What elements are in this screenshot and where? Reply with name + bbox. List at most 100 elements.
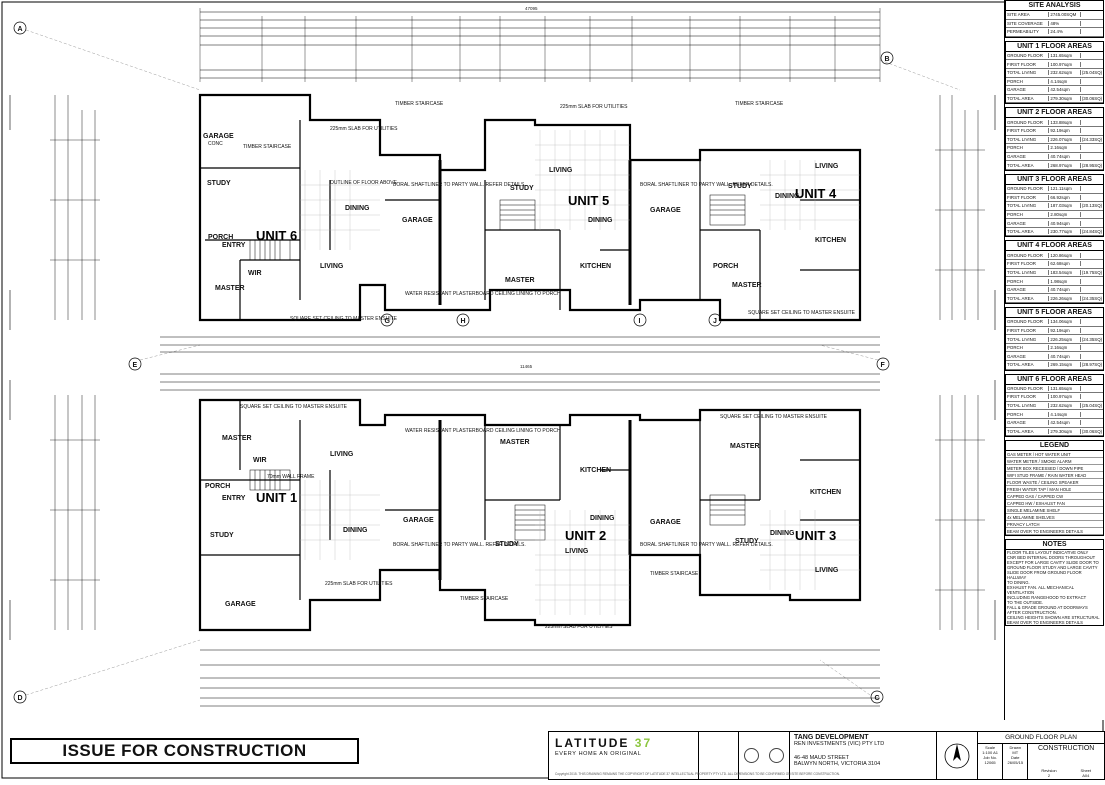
north-point [937, 732, 978, 779]
site-analysis-title: SITE ANALYSIS [1006, 1, 1103, 11]
room-master-2: MASTER [500, 439, 530, 446]
room-entry-6: ENTRY [222, 242, 246, 249]
legend-item: WATER METER / SMOKE ALARM [1006, 458, 1103, 466]
room-kitchen-5: KITCHEN [580, 263, 611, 270]
room-living-2: LIVING [565, 548, 589, 555]
brand-wordmark: LATITUDE 37 [555, 736, 653, 750]
issue-for-construction-stamp: ISSUE FOR CONSTRUCTION [10, 738, 359, 764]
room-living-6: LIVING [320, 263, 344, 270]
bottom-party-walls [438, 420, 632, 580]
note-staircase-2: TIMBER STAIRCASE [460, 596, 509, 602]
unit-3-label: UNIT 3 [795, 528, 836, 543]
room-study-1: STUDY [210, 532, 234, 539]
room-garage-1: GARAGE [225, 601, 256, 608]
north-arrow-icon [944, 743, 970, 768]
room-wir-6: WIR [248, 270, 262, 277]
room-study-6: STUDY [207, 180, 231, 187]
legend-item: PRIVACY LATCH [1006, 521, 1103, 529]
note-outline-6: OUTLINE OF FLOOR ABOVE [330, 180, 398, 186]
note-slab-6: 225mm SLAB FOR UTILITIES [330, 126, 398, 132]
note-slab-5: 225mm SLAB FOR UTILITIES [560, 104, 628, 110]
accreditation-badges [739, 732, 790, 779]
legend-item: SINGLE MELAMINE SHELF [1006, 507, 1103, 515]
room-wir-1: WIR [253, 457, 267, 464]
top-building-outline [198, 93, 862, 322]
note-shaftliner-6: BORAL SHAFTLINER TO PARTY WALL. REFER DE… [393, 182, 526, 188]
room-garage-2: GARAGE [403, 517, 434, 524]
unit-4-label: UNIT 4 [795, 186, 837, 201]
side-dimensions [54, 95, 979, 630]
note-line: SLIDE DOOR FROM GROUND FLOOR HALLWAY [1007, 570, 1082, 581]
room-study-5: STUDY [510, 185, 534, 192]
room-living-5: LIVING [549, 167, 573, 174]
legend-item: WIFI STUD FRAME / RAIN WATER HEAD [1006, 472, 1103, 480]
room-garage-5: GARAGE [402, 217, 433, 224]
grid-marker-d: D [13, 690, 27, 704]
top-dim-ticks [199, 8, 881, 82]
room-dining-1: DINING [343, 527, 368, 534]
top-party-walls [438, 160, 632, 305]
copyright-notice: Copyright 2015. THIS DRAWING REMAINS THE… [555, 772, 840, 776]
floor-areas-title: UNIT 4 FLOOR AREAS [1006, 241, 1103, 252]
note-line: CEILING HEIGHTS SHOWN ARE STRUCTURAL [1007, 615, 1100, 621]
note-line: FLOOR TILES LAYOUT INDICATIVE ONLY [1007, 550, 1089, 556]
notes-box: NOTES FLOOR TILES LAYOUT INDICATIVE ONLY… [1005, 539, 1104, 627]
grid-marker-b: B [880, 51, 894, 65]
overall-dimension: 47095 [525, 6, 538, 11]
room-kitchen-4: KITCHEN [815, 237, 846, 244]
legend-item: FLOOR WASTE / CEILING SPEAKER [1006, 479, 1103, 487]
sheet-title: GROUND FLOOR PLAN [978, 732, 1104, 744]
svg-text:G: G [385, 318, 391, 325]
svg-text:E: E [133, 362, 138, 369]
room-living-1: LIVING [330, 451, 354, 458]
title-block: LATITUDE 37 EVERY HOME AN ORIGINAL TANG … [548, 731, 1105, 780]
side-ticks [50, 139, 985, 591]
legend-item: CAPPED HW / EXHAUST FAN [1006, 500, 1103, 508]
mid-dimension: 11465 [520, 364, 533, 369]
room-dining-4: DINING [775, 193, 800, 200]
floor-areas-title: UNIT 1 FLOOR AREAS [1006, 42, 1103, 52]
client-details: TANG DEVELOPMENT REN INVESTMENTS (VIC) P… [790, 732, 937, 779]
unit-2-label: UNIT 2 [565, 528, 606, 543]
svg-text:C: C [875, 695, 880, 702]
floor-areas-title: UNIT 6 FLOOR AREAS [1006, 375, 1103, 385]
unit-5-label: UNIT 5 [568, 193, 609, 208]
client-name: TANG DEVELOPMENT [794, 734, 869, 741]
note-staircase-5: TIMBER STAIRCASE [395, 101, 444, 107]
room-garage-4: GARAGE [650, 207, 681, 214]
note-shaftliner-2: BORAL SHAFTLINER TO PARTY WALL. REFER DE… [640, 542, 773, 548]
svg-text:A: A [18, 26, 23, 33]
room-study-2: STUDY [495, 541, 519, 548]
